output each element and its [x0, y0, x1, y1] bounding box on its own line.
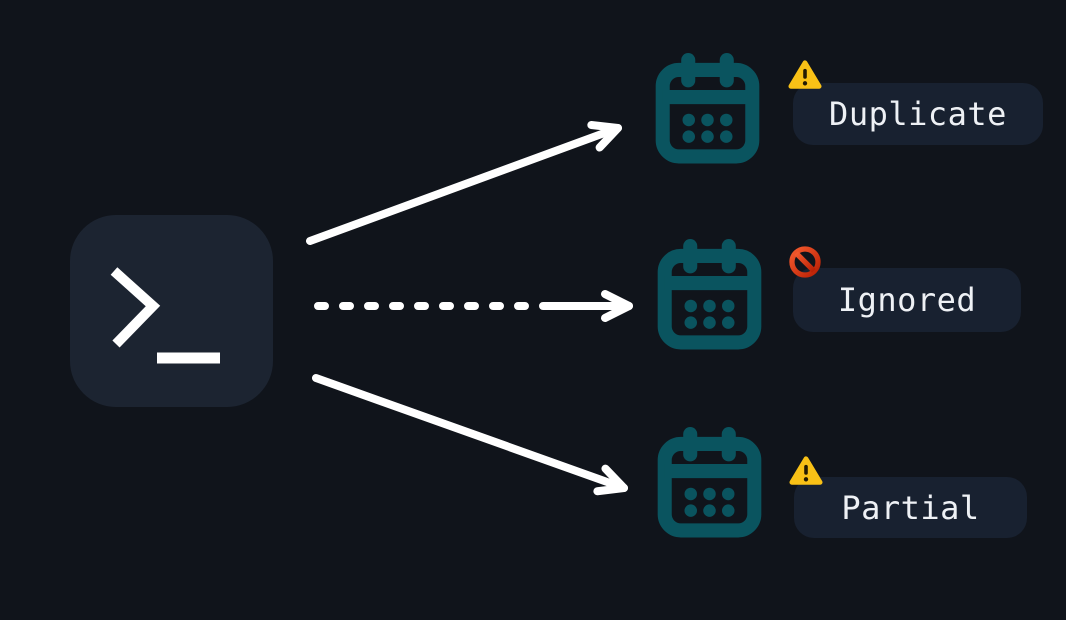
status-label: Duplicate [829, 95, 1007, 133]
status-pill-duplicate: Duplicate [793, 83, 1043, 145]
status-label: Ignored [837, 281, 977, 319]
calendar-icon [655, 53, 760, 164]
prohibited-icon [789, 246, 821, 278]
status-pill-ignored: Ignored [793, 268, 1021, 332]
arrow-to-duplicate [306, 121, 622, 245]
warning-icon [789, 456, 823, 485]
warning-icon [788, 60, 822, 89]
terminal-icon [70, 215, 273, 407]
status-label: Partial [841, 488, 980, 527]
arrow-to-partial [312, 374, 628, 496]
calendar-icon [657, 427, 762, 538]
terminal-glyph [110, 267, 220, 364]
calendar-icon [657, 239, 762, 350]
status-pill-partial: Partial [794, 477, 1027, 538]
